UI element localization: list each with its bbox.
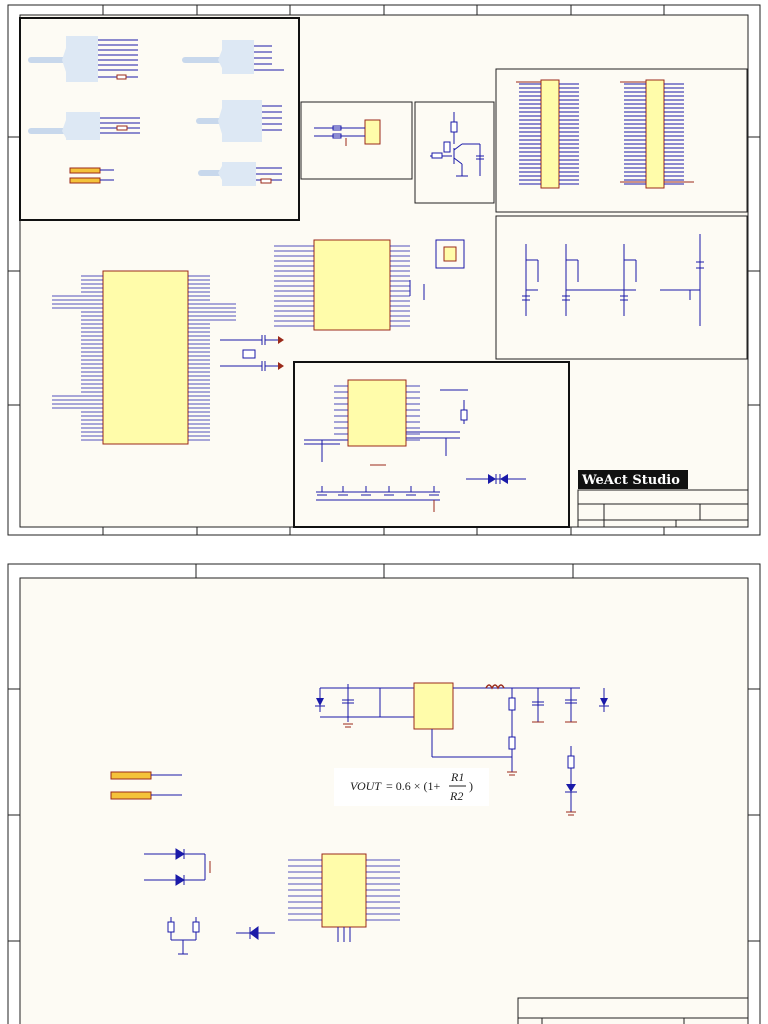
schematic-sheet-2: VOUT = 0.6 × (1+ R1 R2 ) [0,562,768,1024]
pull-resistors [167,917,200,955]
transistor-icon [430,112,484,177]
led-driver-group [522,234,704,326]
flash-chip [274,239,465,331]
formula-lhs: VOUT [350,779,382,793]
ground-icon [343,721,577,816]
reset-block-frame [414,101,495,204]
schematic-sheet-1-svg: WeAct Studio [7,4,761,536]
usb-connector-4 [196,100,282,142]
sheet2-title-block [517,997,749,1024]
sheet2-zone-ticks [8,564,760,942]
usb-serial-chip [288,853,400,942]
inductor-icon [485,684,505,690]
esd-diodes [144,848,211,886]
brand-text: WeAct Studio [581,473,680,488]
mcu-chip [52,270,284,445]
title-block [577,489,749,528]
formula-eq: = 0.6 × (1+ [386,779,441,793]
schematic-sheet-1: WeAct Studio [7,4,761,536]
schematic-sheet-2-svg: VOUT = 0.6 × (1+ R1 R2 ) [7,563,761,1024]
switch-block-frame [300,101,413,180]
output-voltage-formula: VOUT = 0.6 × (1+ R1 R2 ) [334,768,489,806]
formula-numerator: R1 [450,770,464,784]
diode-icon [466,474,526,484]
driver-block-frame [495,215,748,360]
protection-diode-icon [236,926,275,940]
usb-connector-2 [182,40,284,74]
crystal-icon [220,335,280,371]
switch-component [314,119,381,146]
zone-ticks [8,5,760,535]
power-pads [110,771,182,800]
power-block-frame [293,361,570,528]
led-icon [566,784,576,792]
formula-close: ) [469,779,473,793]
regulator-chip [304,379,468,466]
brand-logo: WeAct Studio [578,470,688,489]
formula-denominator: R2 [449,789,463,803]
jumper-pads [69,167,114,184]
usb-connector-5 [198,162,282,186]
connector-block-frame [19,17,300,221]
pin-header-right [620,79,694,189]
decoupling-capacitor-row [316,486,440,512]
header-block-frame [495,68,748,213]
usb-connector-1 [28,36,138,82]
pin-header-left [516,79,579,189]
buck-converter-circuit [315,682,609,812]
usb-connector-3 [28,112,140,140]
